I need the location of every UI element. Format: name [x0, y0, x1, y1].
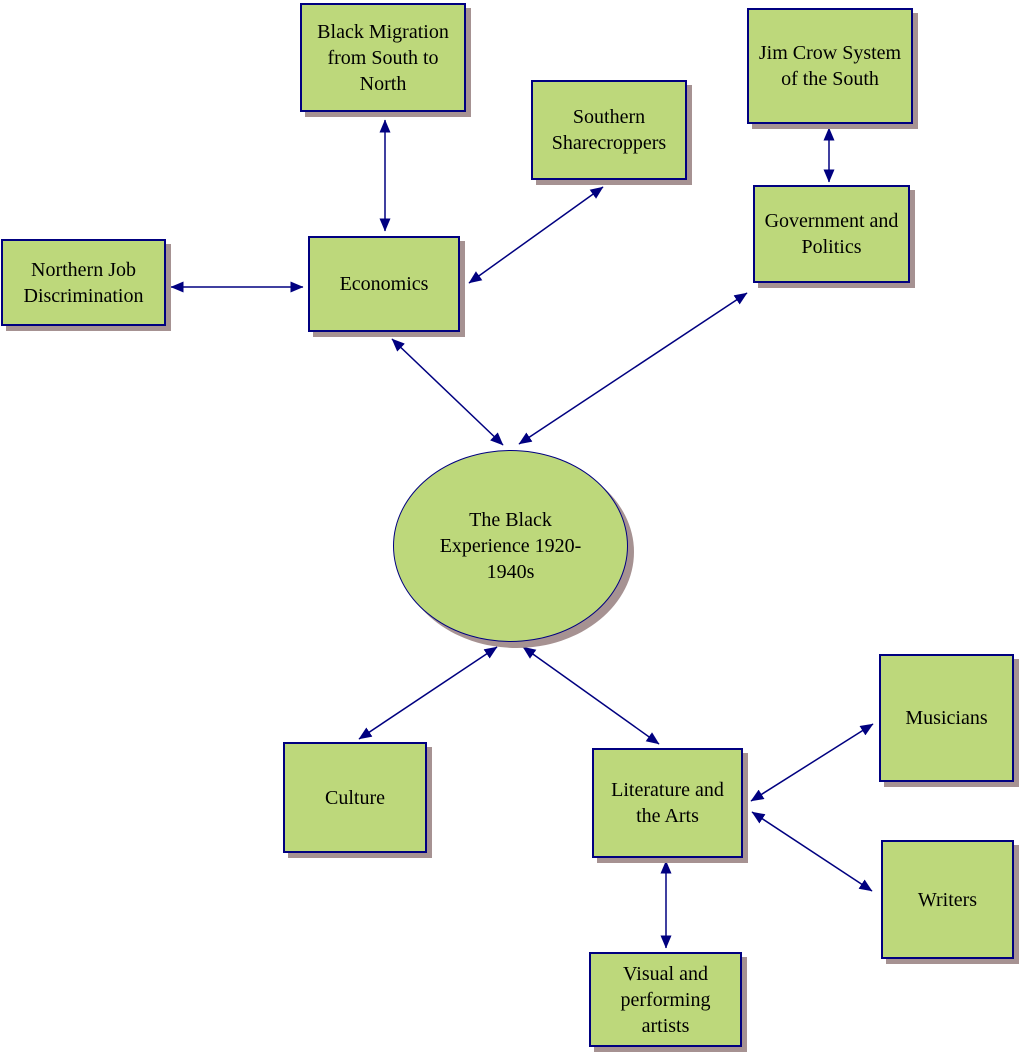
- node-southern-sharecroppers-label: Southern Sharecroppers: [551, 106, 667, 154]
- edge-economics-southern-sharecroppers: [468, 186, 604, 284]
- node-northern-job-discrimination: Northern Job Discrimination: [1, 239, 166, 326]
- node-central-topic: The Black Experience 1920-1940s: [393, 450, 628, 642]
- node-central-topic-label: The Black Experience 1920-1940s: [439, 509, 582, 583]
- edge-center-literature: [522, 646, 660, 745]
- node-writers-label: Writers: [917, 888, 978, 911]
- edge-economics-center: [391, 338, 504, 446]
- node-jim-crow-label: Jim Crow System of the South: [758, 42, 902, 90]
- node-musicians: Musicians: [879, 654, 1014, 782]
- node-musicians-label: Musicians: [905, 707, 988, 729]
- node-economics: Economics: [308, 236, 460, 332]
- node-visual-and-performing-artists: Visual and performing artists: [589, 952, 742, 1047]
- node-visual-and-performing-artists-label: Visual and performing artists: [620, 962, 711, 1037]
- node-government-and-politics-label: Government and Politics: [764, 210, 899, 258]
- edge-literature-musicians: [750, 723, 874, 802]
- node-black-migration-label: Black Migration from South to North: [317, 20, 449, 95]
- edge-center-culture: [358, 646, 498, 740]
- edge-literature-writers: [751, 811, 873, 892]
- node-government-and-politics: Government and Politics: [753, 185, 910, 283]
- edge-government-center: [518, 292, 748, 445]
- node-black-migration: Black Migration from South to North: [300, 3, 466, 112]
- node-economics-label: Economics: [339, 273, 429, 295]
- node-literature-and-the-arts-label: Literature and the Arts: [611, 779, 724, 827]
- node-culture-label: Culture: [325, 786, 385, 809]
- node-literature-and-the-arts: Literature and the Arts: [592, 748, 743, 858]
- node-southern-sharecroppers: Southern Sharecroppers: [531, 80, 687, 180]
- node-writers: Writers: [881, 840, 1014, 959]
- node-northern-job-discrimination-label: Northern Job Discrimination: [23, 258, 144, 307]
- node-jim-crow: Jim Crow System of the South: [747, 8, 913, 124]
- node-culture: Culture: [283, 742, 427, 853]
